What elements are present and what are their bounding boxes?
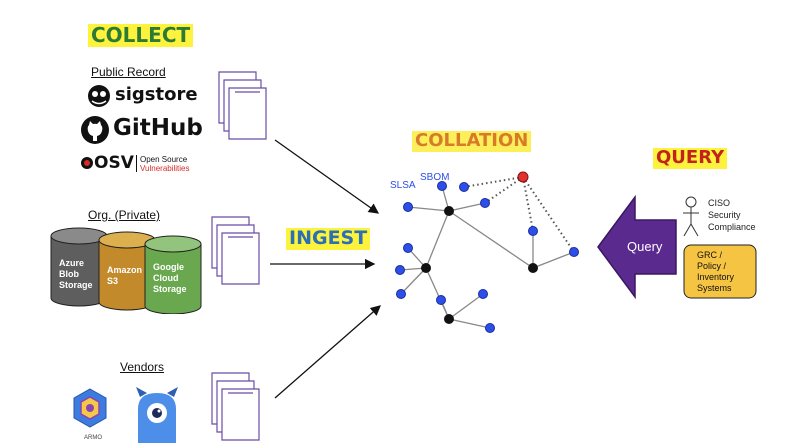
query-arrow-label: Query [627, 239, 663, 254]
document-stack-private [211, 216, 260, 285]
query-title: QUERY [653, 147, 728, 169]
armo-logo: ARMO [73, 388, 107, 441]
google-line1: Google [153, 262, 184, 272]
osv-logo: OSV Open Source Vulnerabilities [80, 152, 220, 176]
sigstore-logo: sigstore [86, 83, 198, 109]
github-logo: GitHub [80, 115, 210, 147]
systems-line1: GRC / [697, 250, 723, 260]
systems-box: GRC / Policy / Inventory Systems [683, 244, 757, 299]
sigstore-icon [88, 85, 110, 107]
github-name: GitHub [113, 115, 203, 141]
google-line2: Cloud [153, 273, 179, 283]
query-arrow: Query [597, 194, 677, 300]
azure-cylinder: Azure Blob Storage [50, 227, 108, 307]
systems-line4: Systems [697, 283, 732, 293]
sigstore-name: sigstore [115, 84, 198, 105]
amazon-line1: Amazon [107, 265, 142, 275]
vendor-monster-logo [136, 387, 178, 443]
github-icon [81, 116, 109, 144]
document-stack-vendors [211, 372, 260, 441]
google-line3: Storage [153, 284, 187, 294]
actor-line2: Security [708, 210, 741, 220]
systems-line2: Policy / [697, 261, 727, 271]
amazon-cylinder: Amazon S3 [98, 231, 156, 311]
osv-divider [136, 155, 137, 172]
osv-name: OSV [94, 153, 134, 173]
amazon-line2: S3 [107, 276, 118, 286]
systems-line3: Inventory [697, 272, 735, 282]
slsa-label: SLSA [390, 180, 416, 191]
armo-caption: ARMO [84, 435, 102, 441]
org-private-label: Org. (Private) [88, 208, 161, 222]
storage-cylinders: Azure Blob Storage Amazon S3 Google Clou… [50, 227, 202, 314]
osv-tagline-2: Vulnerabilities [140, 164, 190, 173]
graph-dotted-edges [463, 176, 575, 253]
google-cylinder: Google Cloud Storage [144, 235, 202, 314]
collation-title: COLLATION [412, 130, 532, 152]
azure-line2: Blob [59, 269, 79, 279]
public-record-label: Public Record [91, 65, 166, 79]
actor-icon [683, 196, 699, 237]
graph-nodes [395, 171, 579, 333]
document-stack-public [218, 71, 267, 140]
actor-line1: CISO [708, 198, 730, 208]
azure-line3: Storage [59, 280, 93, 290]
ingest-title: INGEST [286, 227, 371, 250]
actor-line3: Compliance [708, 222, 756, 232]
osv-icon [81, 157, 93, 169]
osv-tagline-1: Open Source [140, 155, 188, 164]
arrow-public-to-collation [274, 139, 380, 214]
sbom-label: SBOM [420, 172, 449, 183]
arrow-vendors-to-collation [274, 305, 381, 399]
collect-title: COLLECT [88, 24, 194, 47]
azure-line1: Azure [59, 258, 84, 268]
vendors-label: Vendors [120, 360, 165, 374]
